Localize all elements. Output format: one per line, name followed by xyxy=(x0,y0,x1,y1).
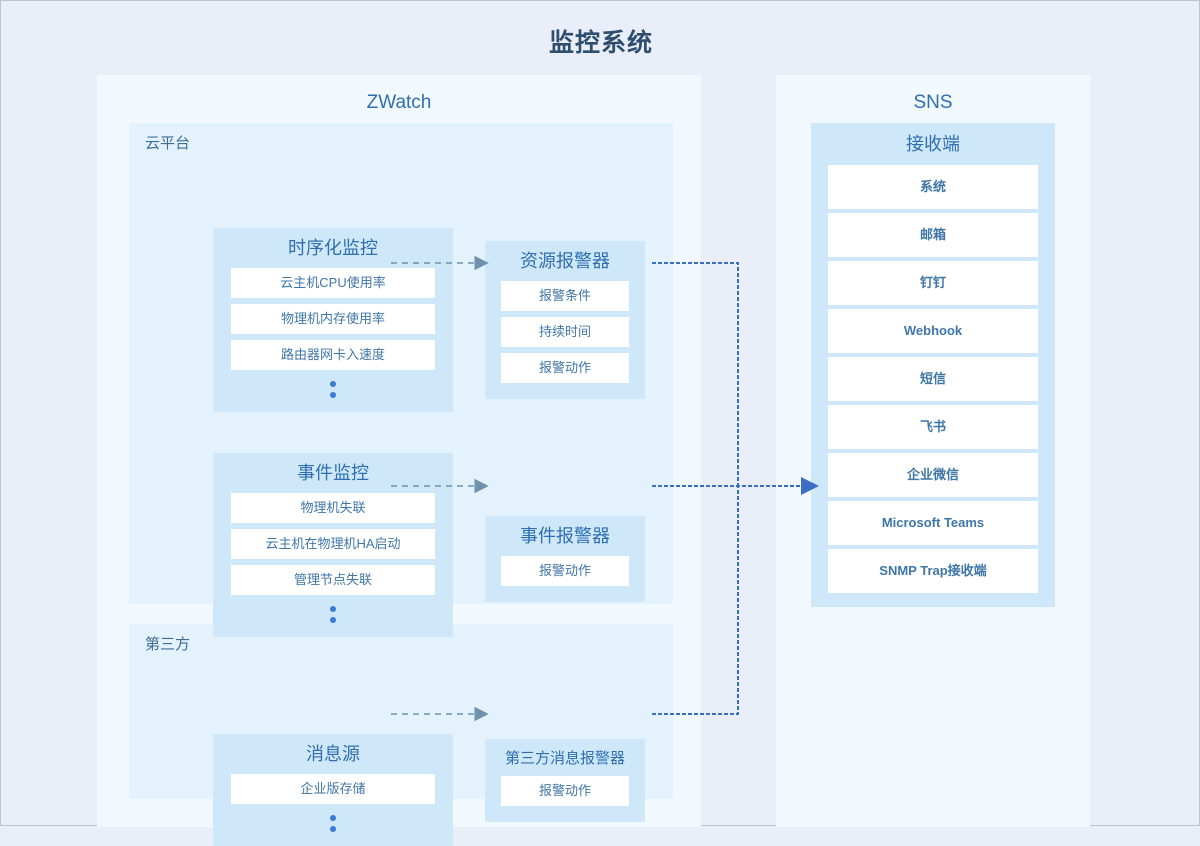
group-metric-monitoring-title: 时序化监控 xyxy=(288,238,378,258)
list-item[interactable]: 邮箱 xyxy=(828,212,1038,257)
group-third-party-alarm[interactable]: 第三方消息报警器 报警动作 xyxy=(485,739,645,822)
group-event-monitoring-title: 事件监控 xyxy=(297,463,369,483)
list-item[interactable]: 云主机在物理机HA启动 xyxy=(231,528,435,559)
zwatch-panel-title: ZWatch xyxy=(366,92,432,113)
list-item[interactable]: 企业微信 xyxy=(828,452,1038,497)
group-event-alarm-items: 报警动作 xyxy=(485,555,645,586)
group-event-monitoring[interactable]: 事件监控 物理机失联 云主机在物理机HA启动 管理节点失联 xyxy=(213,453,453,637)
group-third-party-alarm-title: 第三方消息报警器 xyxy=(504,750,625,767)
group-message-source-items: 企业版存储 xyxy=(213,773,453,804)
group-metric-monitoring[interactable]: 时序化监控 云主机CPU使用率 物理机内存使用率 路由器网卡入速度 xyxy=(213,228,453,412)
list-item[interactable]: 持续时间 xyxy=(501,316,629,347)
zwatch-panel: ZWatch 云平台 第三方 时序化监控 云主机CPU使用率 物理机内存使用率 … xyxy=(97,75,701,846)
list-item[interactable]: 短信 xyxy=(828,356,1038,401)
sns-panel: SNS 接收端 系统 邮箱 钉钉 Webhook 短信 飞书 企业微信 Micr… xyxy=(776,75,1090,827)
page-title: 监控系统 xyxy=(548,29,653,57)
list-item[interactable]: 企业版存储 xyxy=(231,773,435,804)
list-item[interactable]: Webhook xyxy=(828,308,1038,353)
group-metric-monitoring-items: 云主机CPU使用率 物理机内存使用率 路由器网卡入速度 xyxy=(213,267,453,370)
list-item[interactable]: 云主机CPU使用率 xyxy=(231,267,435,298)
ellipsis-dots-icon xyxy=(213,804,453,832)
group-event-alarm[interactable]: 事件报警器 报警动作 xyxy=(485,516,645,602)
group-event-monitoring-items: 物理机失联 云主机在物理机HA启动 管理节点失联 xyxy=(213,492,453,595)
sns-panel-title: SNS xyxy=(913,92,953,113)
group-third-party-alarm-items: 报警动作 xyxy=(485,775,645,806)
section-cloud-platform-label: 云平台 xyxy=(145,135,191,152)
list-item[interactable]: 钉钉 xyxy=(828,260,1038,305)
group-message-source[interactable]: 消息源 企业版存储 xyxy=(213,734,453,846)
list-item[interactable]: 物理机失联 xyxy=(231,492,435,523)
group-receivers-items: 系统 邮箱 钉钉 Webhook 短信 飞书 企业微信 Microsoft Te… xyxy=(811,164,1055,593)
list-item[interactable]: Microsoft Teams xyxy=(828,500,1038,545)
ellipsis-dots-icon xyxy=(213,595,453,623)
list-item[interactable]: 管理节点失联 xyxy=(231,564,435,595)
list-item[interactable]: 物理机内存使用率 xyxy=(231,303,435,334)
list-item[interactable]: 报警条件 xyxy=(501,280,629,311)
group-resource-alarm-items: 报警条件 持续时间 报警动作 xyxy=(485,280,645,383)
group-resource-alarm-title: 资源报警器 xyxy=(520,251,610,271)
group-event-alarm-title: 事件报警器 xyxy=(520,526,610,546)
group-receivers-title: 接收端 xyxy=(906,134,960,154)
group-receivers[interactable]: 接收端 系统 邮箱 钉钉 Webhook 短信 飞书 企业微信 Microsof… xyxy=(811,123,1055,607)
ellipsis-dots-icon xyxy=(213,370,453,398)
list-item[interactable]: 系统 xyxy=(828,164,1038,209)
group-resource-alarm[interactable]: 资源报警器 报警条件 持续时间 报警动作 xyxy=(485,241,645,399)
section-third-party-label: 第三方 xyxy=(145,636,191,653)
group-message-source-title: 消息源 xyxy=(306,744,360,764)
list-item[interactable]: 飞书 xyxy=(828,404,1038,449)
list-item[interactable]: SNMP Trap接收端 xyxy=(828,548,1038,593)
list-item[interactable]: 报警动作 xyxy=(501,775,629,806)
list-item[interactable]: 报警动作 xyxy=(501,555,629,586)
list-item[interactable]: 报警动作 xyxy=(501,352,629,383)
list-item[interactable]: 路由器网卡入速度 xyxy=(231,339,435,370)
